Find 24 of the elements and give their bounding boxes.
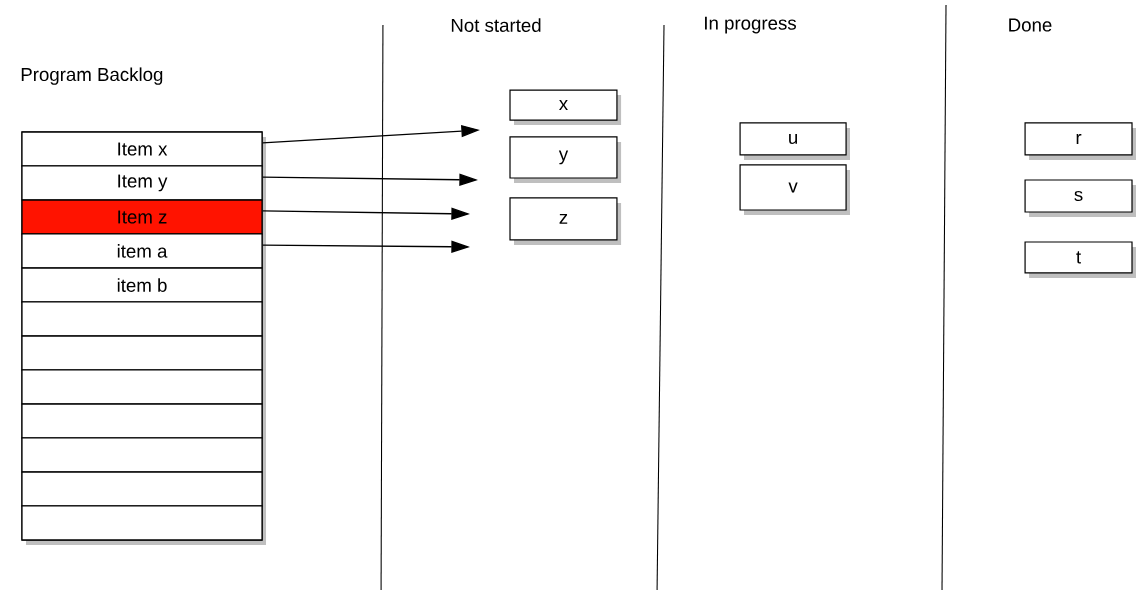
- column-heading: In progress: [705, 16, 796, 34]
- table-row: item a: [21, 233, 263, 269]
- table-row: [21, 301, 263, 337]
- task-card: y: [509, 136, 622, 183]
- task-card: t: [1024, 241, 1136, 278]
- table-row: [21, 471, 263, 507]
- table-row: item b: [21, 267, 263, 303]
- table-row: Item z: [21, 199, 263, 235]
- table-heading: Program Backlog: [21, 67, 163, 85]
- table-row: [21, 437, 263, 473]
- task-card: v: [739, 164, 850, 215]
- column-heading: Not started: [451, 18, 541, 32]
- column-heading: Done: [1009, 18, 1052, 32]
- table-row: [21, 335, 263, 371]
- table-row: Item x: [21, 131, 263, 167]
- table-row: Item y: [21, 165, 263, 201]
- task-card: u: [739, 122, 850, 160]
- table-row: [21, 403, 263, 439]
- task-card: x: [509, 89, 622, 126]
- task-card: s: [1024, 179, 1136, 218]
- task-card: z: [509, 197, 622, 246]
- table-row: [21, 505, 263, 541]
- table-row: [21, 369, 263, 405]
- task-card: r: [1024, 122, 1136, 160]
